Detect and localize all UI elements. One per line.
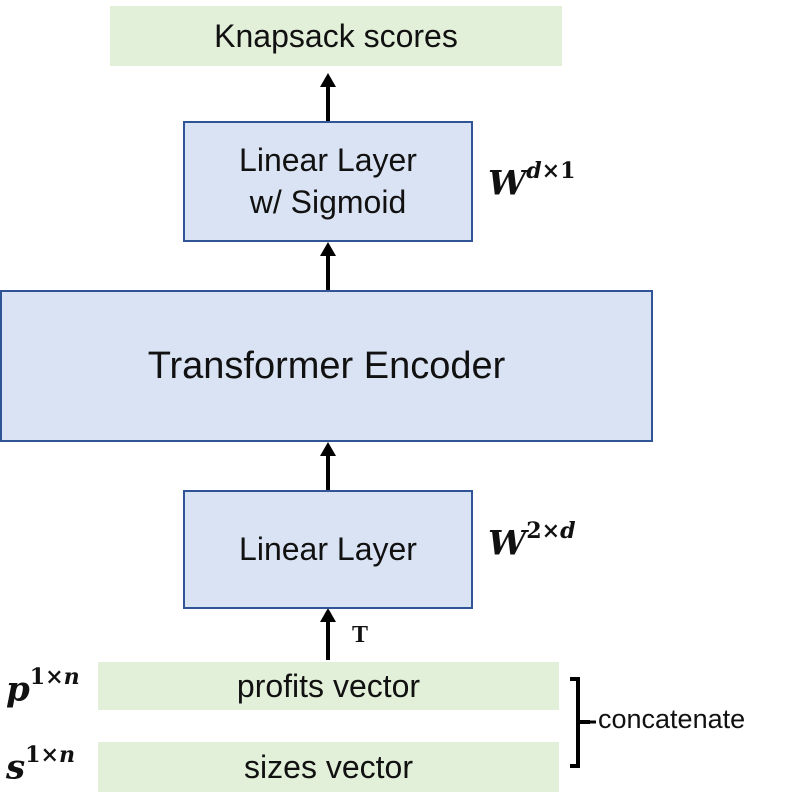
profits-math-label: p1×n <box>6 664 80 710</box>
arrowhead-linear-to-transformer <box>320 442 336 456</box>
weight-output-sup-b: 1 <box>560 158 576 184</box>
weight-input-label: W2×d <box>488 518 576 564</box>
weight-input-base: W <box>488 523 527 564</box>
profits-math-sup-op: × <box>45 664 64 690</box>
linear-layer-box: Linear Layer <box>183 490 473 609</box>
profits-math-base: p <box>6 669 30 710</box>
profits-vector-label: profits vector <box>236 667 421 704</box>
arrowhead-input-to-linear <box>320 608 336 622</box>
transformer-encoder-label: Transformer Encoder <box>147 344 506 387</box>
weight-input-sup-op: × <box>541 518 561 544</box>
sizes-math-label: s1×n <box>6 742 75 788</box>
sizes-math-sup-op: × <box>40 742 60 768</box>
knapsack-scores-label: Knapsack scores <box>214 17 458 54</box>
arrowhead-sigmoid-to-scores <box>320 73 336 87</box>
weight-input-sup-b: d <box>560 518 576 544</box>
sizes-vector-box: sizes vector <box>98 742 559 792</box>
linear-sigmoid-box: Linear Layer w/ Sigmoid <box>183 121 473 242</box>
knapsack-scores-box: Knapsack scores <box>110 6 562 66</box>
sizes-math-base: s <box>6 747 26 788</box>
weight-output-label: Wd×1 <box>488 158 576 204</box>
weight-output-sup-op: × <box>541 158 561 184</box>
linear-sigmoid-label-line2: w/ Sigmoid <box>249 183 407 220</box>
linear-layer-label: Linear Layer <box>239 531 417 567</box>
sizes-math-sup-b: n <box>59 742 76 768</box>
profits-math-sup-b: n <box>63 664 80 690</box>
weight-output-sup-a: d <box>526 158 542 184</box>
concatenate-bracket <box>570 677 590 768</box>
linear-sigmoid-label-line1: Linear Layer <box>239 141 417 178</box>
transpose-label: T <box>352 622 369 648</box>
weight-output-base: W <box>488 163 527 204</box>
profits-vector-box: profits vector <box>98 662 559 710</box>
arrowhead-transformer-to-sigmoid <box>320 242 336 256</box>
weight-input-sup-a: 2 <box>526 518 542 544</box>
concatenate-label: concatenate <box>598 704 746 734</box>
transformer-encoder-box: Transformer Encoder <box>0 290 653 442</box>
sizes-vector-label: sizes vector <box>244 748 413 785</box>
sizes-math-sup-a: 1 <box>25 742 41 768</box>
profits-math-sup-a: 1 <box>29 664 46 690</box>
